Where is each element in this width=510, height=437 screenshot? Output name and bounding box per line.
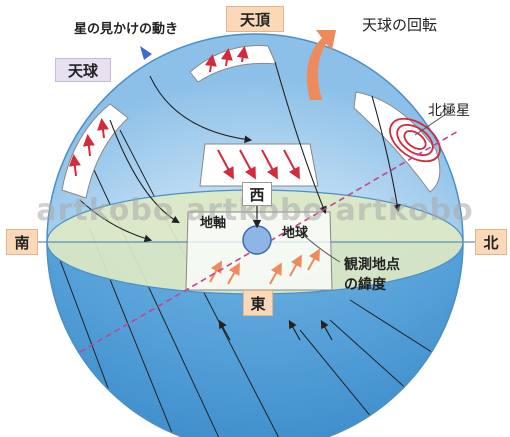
rising-star-arrows [209, 248, 320, 285]
west-label: 西 [242, 182, 272, 206]
south-label: 南 [6, 229, 38, 255]
sky-rotation-label: 天球の回転 [362, 16, 438, 34]
latitude-label-line1: 観測地点 [344, 257, 400, 273]
trajectory-arrows [79, 61, 401, 243]
curved-rotation-arrow-icon [306, 30, 336, 100]
earth-label: 地球 [282, 226, 309, 241]
zenith-label: 天頂 [226, 6, 284, 32]
polaris-label: 北極星 [428, 103, 470, 119]
lower-star-arrows [218, 319, 333, 341]
earth-icon [242, 225, 272, 255]
polaris-leader [414, 109, 453, 136]
latitude-leader [299, 231, 341, 263]
left-panel-arrows [68, 118, 109, 177]
upper-panel-arrows [217, 149, 300, 180]
earth-axis-label: 地軸 [200, 216, 227, 231]
east-label: 東 [243, 290, 273, 316]
latitude-label-line2: の緯度 [344, 277, 386, 293]
sky-label: 天球 [55, 58, 111, 82]
north-label: 北 [475, 229, 507, 255]
zenith-panel-arrows [204, 46, 249, 73]
lower-hemisphere [47, 242, 463, 437]
polaris-panel [353, 91, 441, 193]
blue-triangle-pointer-icon [140, 46, 152, 60]
star-motion-label: 星の見かけの動き [74, 22, 179, 37]
